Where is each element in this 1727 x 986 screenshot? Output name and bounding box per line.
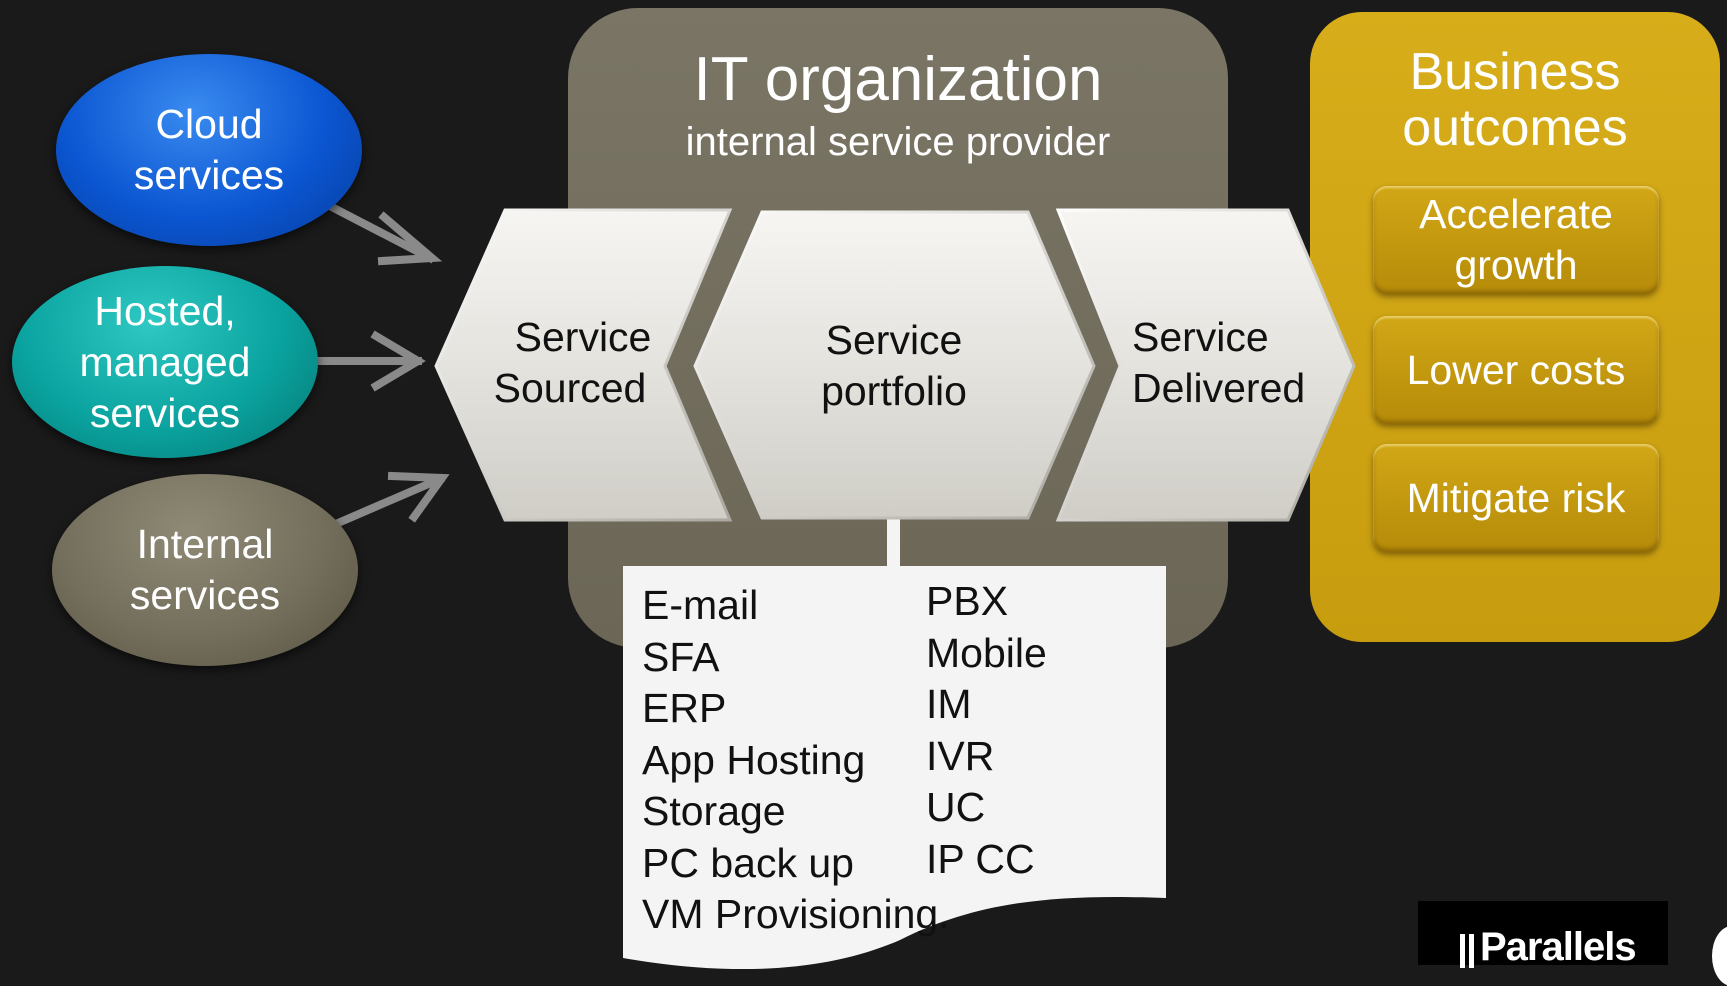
- list-item: Mobile: [926, 629, 1047, 676]
- source-internal-services: Internal services: [52, 474, 358, 666]
- arrow-internal: [332, 473, 446, 529]
- source-label: services: [129, 572, 281, 618]
- chevron-service-portfolio: [693, 210, 1096, 520]
- arrowhead-hosted: [370, 330, 426, 392]
- list-item: PBX: [926, 578, 1009, 624]
- business-outcomes-title-line2: outcomes: [1402, 99, 1628, 157]
- list-item: VM Provisioning.: [642, 891, 950, 937]
- list-item: SFA: [642, 633, 720, 680]
- business-outcomes-title-line1: Business: [1409, 43, 1621, 101]
- it-organization-subtitle: internal service provider: [685, 120, 1111, 164]
- list-item: UC: [926, 784, 986, 830]
- it-organization-title: IT organization: [693, 45, 1103, 114]
- outcome-accelerate-growth: Accelerate growth: [1373, 186, 1659, 294]
- business-outcomes-title: Business outcomes: [1310, 44, 1720, 156]
- parallels-logo-icon: [1460, 934, 1474, 968]
- source-cloud-services: Cloud services: [56, 54, 362, 246]
- arrowhead-internal: [387, 471, 450, 523]
- outcome-mitigate-risk: Mitigate risk: [1373, 444, 1659, 552]
- list-item: PC back up: [642, 839, 854, 886]
- list-item: App Hosting: [642, 736, 866, 783]
- portfolio-document: [623, 566, 1166, 969]
- portfolio-list-column-1: E-mail SFA ERP App Hosting Storage PC ba…: [642, 580, 950, 941]
- list-item: E-mail: [642, 582, 759, 628]
- arrow-cloud: [322, 199, 436, 264]
- source-label: Hosted,: [94, 287, 236, 334]
- chevron-sourced-label: Service Sourced: [493, 314, 652, 411]
- outcome-label: Mitigate risk: [1406, 474, 1626, 521]
- arrowhead-cloud: [377, 211, 443, 266]
- outcome-label: Lower costs: [1406, 346, 1626, 393]
- list-item: IP CC: [926, 835, 1035, 882]
- portfolio-connector: [887, 510, 900, 570]
- chevron-service-sourced: [434, 208, 733, 522]
- parallels-logo: Parallels: [1480, 925, 1637, 969]
- source-hosted-managed-services: Hosted, managed services: [12, 266, 318, 458]
- outcome-lower-costs: Lower costs: [1373, 316, 1659, 424]
- portfolio-list-column-2: PBX Mobile IM IVR UC IP CC: [926, 576, 1047, 885]
- outcome-label: Accelerate: [1419, 191, 1613, 237]
- chevron-delivered-label: Service Delivered: [1132, 314, 1306, 411]
- source-label: services: [89, 389, 241, 436]
- chevron-portfolio-label: Service portfolio: [821, 317, 967, 414]
- list-item: IM: [926, 681, 972, 727]
- list-item: ERP: [642, 685, 727, 731]
- source-label: Internal: [136, 521, 274, 567]
- source-arrows: [314, 199, 450, 529]
- source-label: managed: [79, 338, 251, 385]
- chevron-service-delivered: [1055, 208, 1356, 522]
- source-label: services: [133, 152, 285, 198]
- list-item: Storage: [642, 788, 786, 834]
- logo-backdrop: [1418, 901, 1668, 965]
- source-label: Cloud: [155, 101, 263, 147]
- outcome-label: growth: [1454, 242, 1578, 288]
- list-item: IVR: [926, 732, 995, 779]
